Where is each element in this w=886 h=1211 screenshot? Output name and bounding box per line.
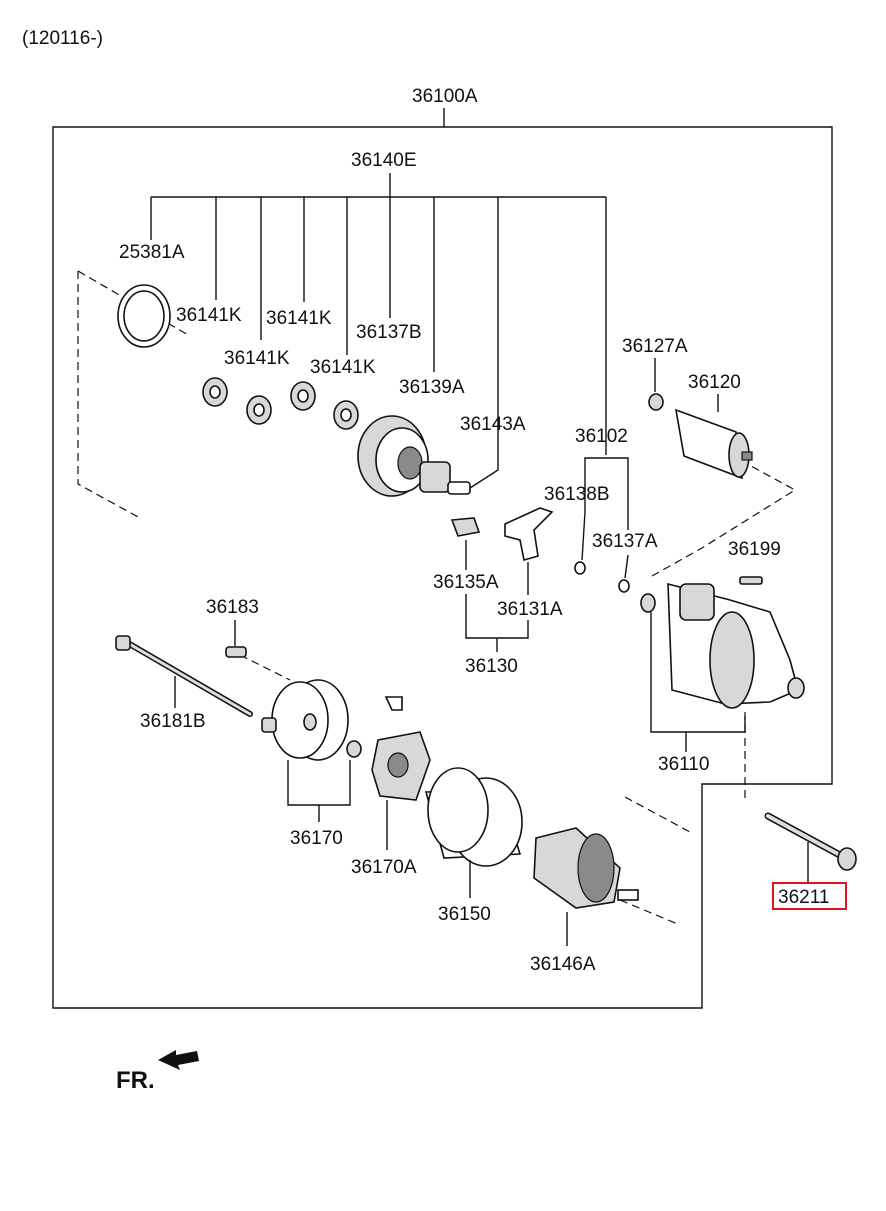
end-cover-36170[interactable] [261,679,362,761]
brush-holder-36170A[interactable] [371,696,431,801]
shift-lever-36131A[interactable] [504,507,554,562]
internal-gear-housing-36137B[interactable] [357,415,429,497]
leader-36137A [624,554,629,579]
label-36199[interactable]: 36199 [728,539,781,560]
mounting-bolt-36211[interactable] [764,812,857,871]
label-25381A[interactable]: 25381A [119,242,185,263]
label-36138B[interactable]: 36138B [544,484,610,505]
bracket-36110 [650,612,746,733]
label-36170[interactable]: 36170 [290,828,343,849]
washer-36138B[interactable] [574,561,586,575]
phantom-line-solenoid [651,459,797,577]
kit-bracket-drops [150,197,607,455]
label-36150[interactable]: 36150 [438,904,491,925]
label-36141K-4[interactable]: 36141K [310,357,376,378]
phantom-line-screw [239,654,291,681]
serial-range: (120116-) [22,28,103,49]
label-36131A[interactable]: 36131A [497,599,563,620]
bracket-36170 [287,760,351,806]
label-36120[interactable]: 36120 [688,372,741,393]
screw-36183[interactable] [225,646,247,658]
planet-gear-4[interactable] [333,400,359,430]
label-36110[interactable]: 36110 [658,754,709,775]
label-36100A[interactable]: 36100A [412,86,478,107]
front-direction-label: FR. [116,1067,155,1094]
solenoid-36120[interactable] [674,408,753,480]
label-36183[interactable]: 36183 [206,597,259,618]
boot-36127A[interactable] [648,393,664,411]
label-36143A[interactable]: 36143A [460,414,526,435]
pinion-shaft-36139A[interactable] [419,461,471,495]
label-36137A[interactable]: 36137A [592,531,658,552]
label-36130[interactable]: 36130 [465,656,518,677]
assembly-boundary [52,126,833,1009]
label-36141K-2[interactable]: 36141K [266,308,332,329]
label-36127A[interactable]: 36127A [622,336,688,357]
planet-gear-2[interactable] [246,395,272,425]
front-arrow-icon [158,1050,199,1070]
planet-gear-3[interactable] [290,381,316,411]
yoke-36150[interactable] [424,767,523,867]
label-36141K-1[interactable]: 36141K [176,305,242,326]
planet-gear-1[interactable] [202,377,228,407]
label-36139A[interactable]: 36139A [399,377,465,398]
label-36146A[interactable]: 36146A [530,954,596,975]
label-36137B[interactable]: 36137B [356,322,422,343]
phantom-line-armature [624,796,691,833]
label-36141K-3[interactable]: 36141K [224,348,290,369]
phantom-line-left-top [77,270,191,337]
housing-36110[interactable] [640,582,805,709]
label-36102[interactable]: 36102 [575,426,628,447]
through-bolt-36181B[interactable] [115,635,253,717]
phantom-line-left [77,271,141,519]
armature-36146A[interactable] [533,827,639,909]
ring-36137A[interactable] [618,579,630,593]
bracket-36102 [584,457,629,530]
phantom-line-armature-2 [619,899,681,926]
leader-36143A [469,410,499,489]
highlight-box-36211 [772,882,847,910]
label-36135A[interactable]: 36135A [433,572,499,593]
label-36181B[interactable]: 36181B [140,711,206,732]
label-36170A[interactable]: 36170A [351,857,417,878]
screw-36199[interactable] [739,576,763,585]
lever-pad-36135A[interactable] [450,517,481,537]
o-ring-25381A[interactable] [117,284,171,348]
label-36211[interactable]: 36211 [778,887,829,908]
label-36140E[interactable]: 36140E [351,150,417,171]
leader-36138B [581,511,586,561]
